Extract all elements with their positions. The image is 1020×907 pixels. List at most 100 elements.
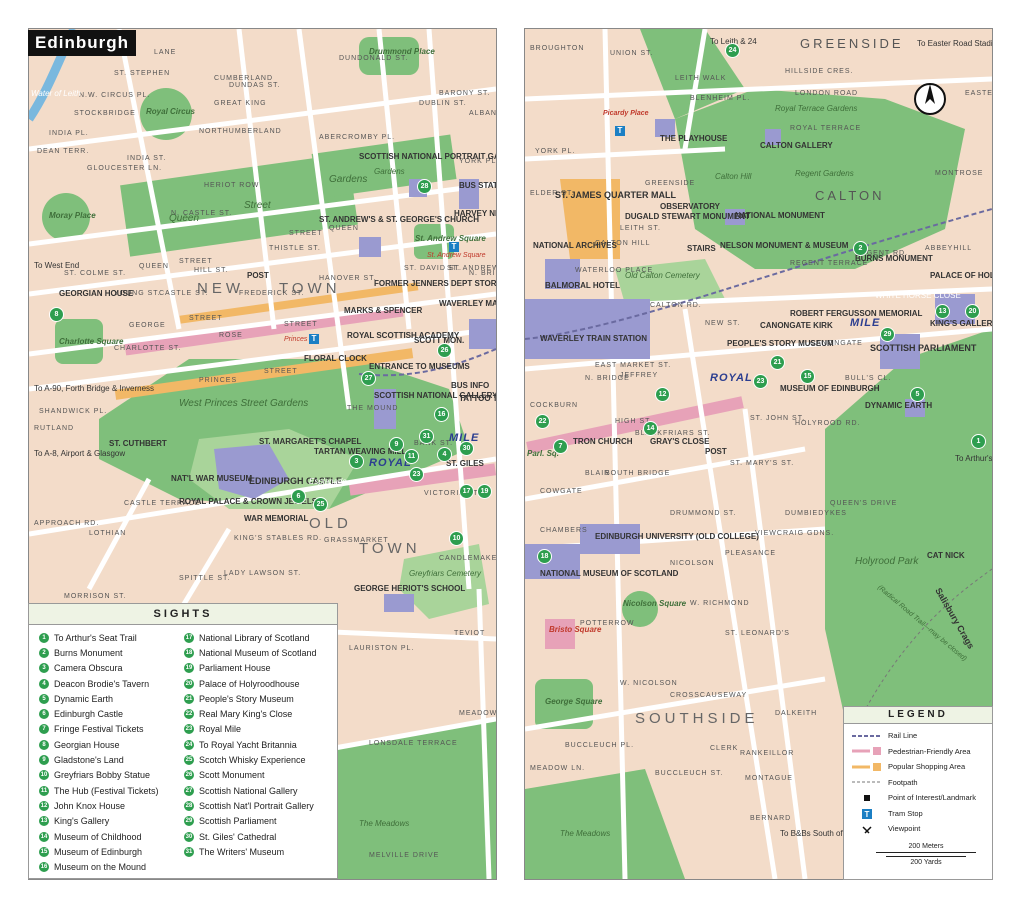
place-burns-monument[interactable]: BURNS MONUMENT	[855, 254, 933, 263]
place-peoples-story[interactable]: PEOPLE'S STORY MUSEUM	[727, 339, 834, 348]
tram-stop-picardy[interactable]: T	[615, 126, 625, 136]
marker-2[interactable]: 2	[853, 241, 868, 256]
marker-22[interactable]: 22	[535, 414, 550, 429]
place-war-memorial[interactable]: WAR MEMORIAL	[244, 514, 309, 523]
marker-11[interactable]: 11	[404, 449, 419, 464]
place-st-james[interactable]: ST. JAMES QUARTER MALL	[555, 190, 677, 200]
marker-25[interactable]: 25	[313, 497, 328, 512]
marker-29[interactable]: 29	[880, 327, 895, 342]
marker-13[interactable]: 13	[935, 304, 950, 319]
place-tron-church[interactable]: TRON CHURCH	[573, 437, 633, 446]
place-university[interactable]: EDINBURGH UNIVERSITY (OLD COLLEGE)	[595, 532, 759, 541]
place-museum-edinburgh[interactable]: MUSEUM OF EDINBURGH	[780, 384, 880, 393]
place-st-andrews-church[interactable]: ST. ANDREW'S & ST. GEORGE'S CHURCH	[319, 215, 479, 224]
place-observatory[interactable]: OBSERVATORY	[660, 202, 721, 211]
place-palace-holyrood[interactable]: PALACE OF HOLYROODHOUSE	[930, 271, 993, 280]
place-fergusson[interactable]: ROBERT FERGUSSON MEMORIAL	[790, 309, 923, 318]
marker-1[interactable]: 1	[971, 434, 986, 449]
place-harvey-nichols[interactable]: HARVEY NICHOLS	[454, 209, 496, 218]
marker-24[interactable]: 24	[725, 43, 740, 58]
place-national-museum[interactable]: NATIONAL MUSEUM OF SCOTLAND	[540, 569, 679, 578]
place-royal-scottish-academy[interactable]: ROYAL SCOTTISH ACADEMY	[347, 331, 460, 340]
place-bus-info[interactable]: BUS INFO	[451, 381, 490, 390]
place-cat-nick[interactable]: CAT NICK	[927, 551, 965, 560]
right-map-panel[interactable]: GREENSIDE CALTON SOUTHSIDE ROYAL MILE BR…	[524, 28, 993, 880]
marker-26[interactable]: 26	[437, 343, 452, 358]
place-kings-gallery[interactable]: KING'S GALLERY	[930, 319, 993, 328]
place-dynamic-earth[interactable]: DYNAMIC EARTH	[865, 401, 933, 410]
place-entrance-museums[interactable]: ENTRANCE TO MUSEUMS	[369, 362, 470, 371]
place-floral-clock[interactable]: FLORAL CLOCK	[304, 354, 367, 363]
marker-28[interactable]: 28	[417, 179, 432, 194]
place-dugald-stewart[interactable]: DUGALD STEWART MONUMENT	[625, 212, 750, 221]
place-calton-gallery[interactable]: CALTON GALLERY	[760, 141, 833, 150]
tram-stop-st-andrew[interactable]: T	[449, 242, 459, 252]
marker-9[interactable]: 9	[389, 437, 404, 452]
place-royal-palace[interactable]: ROYAL PALACE & CROWN JEWELS	[179, 497, 318, 506]
marker-23b[interactable]: 23	[753, 374, 768, 389]
marker-5[interactable]: 5	[910, 387, 925, 402]
place-national-monument[interactable]: NATIONAL MONUMENT	[735, 211, 825, 220]
marker-21[interactable]: 21	[770, 355, 785, 370]
marker-6[interactable]: 6	[291, 489, 306, 504]
marker-17[interactable]: 17	[459, 484, 474, 499]
place-scott-mon[interactable]: SCOTT MON.	[414, 336, 465, 345]
place-st-giles[interactable]: ST. GILES	[446, 459, 484, 468]
place-tattoo-tickets[interactable]: TATTOO TICKETS	[459, 394, 496, 403]
place-national-archives[interactable]: NATIONAL ARCHIVES	[533, 241, 617, 250]
place-national-gallery[interactable]: SCOTTISH NATIONAL GALLERY	[374, 391, 497, 400]
marker-12[interactable]: 12	[655, 387, 670, 402]
marker-19[interactable]: 19	[477, 484, 492, 499]
marker-3[interactable]: 3	[349, 454, 364, 469]
tram-stop-princes[interactable]: T	[309, 334, 319, 344]
marker-20[interactable]: 20	[965, 304, 980, 319]
place-tartan-mill[interactable]: TARTAN WEAVING MILL	[314, 447, 407, 456]
marker-18[interactable]: 18	[537, 549, 552, 564]
marker-31[interactable]: 31	[419, 429, 434, 444]
place-balmoral[interactable]: BALMORAL HOTEL	[545, 281, 620, 290]
place-georgian-house[interactable]: GEORGIAN HOUSE	[59, 289, 134, 298]
place-war-museum[interactable]: NAT'L WAR MUSEUM	[171, 474, 253, 483]
marker-10[interactable]: 10	[449, 531, 464, 546]
marker-15[interactable]: 15	[800, 369, 815, 384]
marker-14[interactable]: 14	[643, 421, 658, 436]
place-jenners[interactable]: FORMER JENNERS DEPT STORE	[374, 279, 497, 288]
place-playhouse[interactable]: THE PLAYHOUSE	[660, 134, 728, 143]
place-waverley-mall[interactable]: WAVERLEY MALL	[439, 299, 497, 308]
place-heriots-school[interactable]: GEORGE HERIOT'S SCHOOL	[354, 584, 466, 593]
place-bus-station[interactable]: BUS STATION	[459, 181, 496, 190]
place-waverley-station[interactable]: WAVERLEY TRAIN STATION	[540, 334, 647, 343]
place-nelson-monument[interactable]: NELSON MONUMENT & MUSEUM	[720, 241, 849, 250]
place-scottish-parliament[interactable]: SCOTTISH PARLIAMENT	[870, 343, 977, 353]
place-marks-spencer[interactable]: MARKS & SPENCER	[344, 306, 423, 315]
marker-30[interactable]: 30	[459, 441, 474, 456]
marker-7[interactable]: 7	[553, 439, 568, 454]
